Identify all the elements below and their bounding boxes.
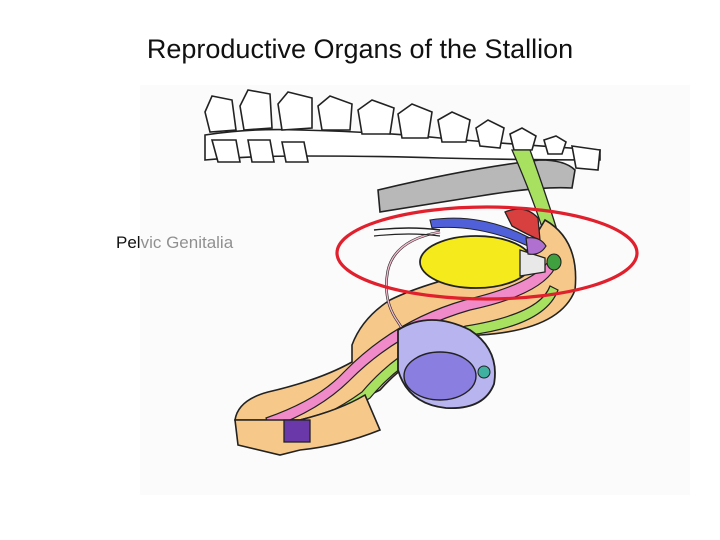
glans-penis — [283, 419, 311, 443]
urinary-bladder — [419, 235, 533, 289]
testis — [403, 351, 477, 401]
epididymis-tail — [477, 365, 491, 379]
bulbourethral-gland — [546, 253, 562, 271]
pelvic-genitalia-highlight — [335, 205, 639, 301]
accessory-gland — [525, 237, 547, 255]
slide-title: Reproductive Organs of the Stallion — [146, 34, 574, 64]
bladder-neck — [519, 249, 546, 277]
vertebral-column — [204, 89, 601, 171]
